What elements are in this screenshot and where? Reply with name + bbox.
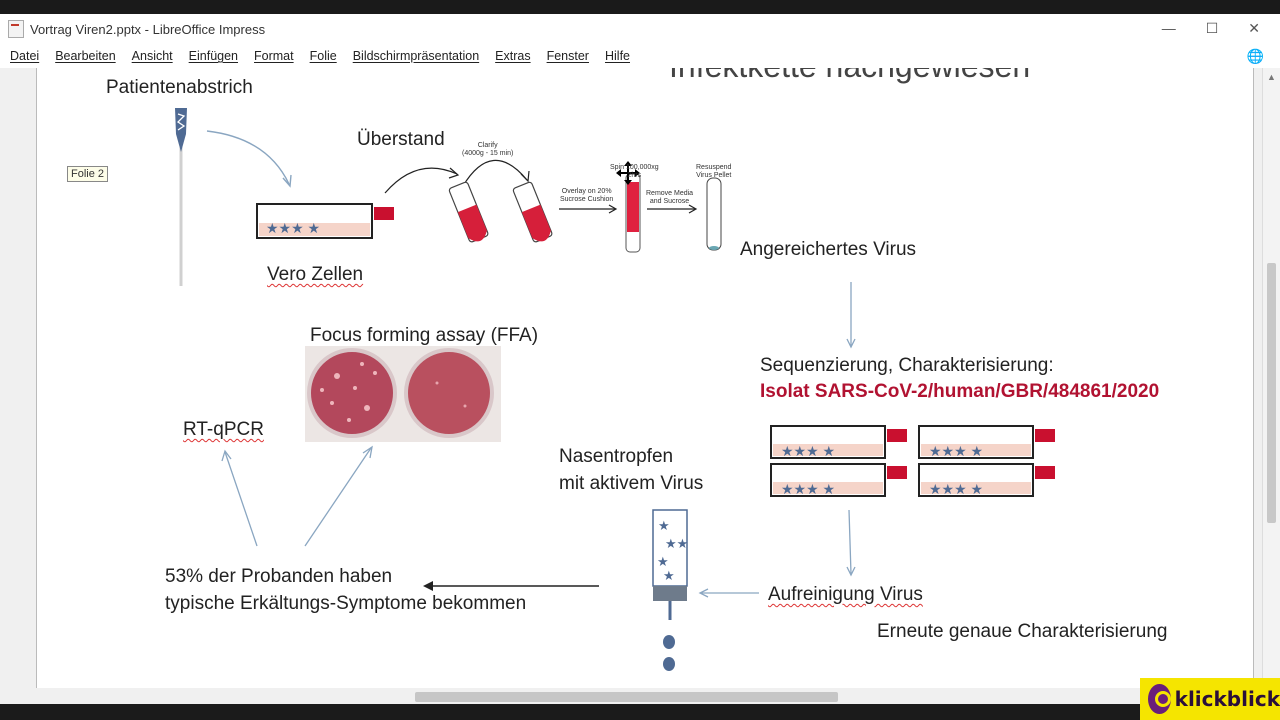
menu-extras[interactable]: Extras [495,49,531,63]
slide-graphics: ★★★ ★ [175,108,1055,671]
window-controls: — ☐ ✕ [1162,20,1260,37]
label-result-line1: 53% der Probanden haben [165,566,393,587]
label-supernatant: Überstand [357,129,445,150]
aperture-icon [1148,684,1171,714]
label-nasal-drops-line1: Nasentropfen [559,446,674,467]
os-top-strip [0,0,1280,14]
vero-cell-flask-icon: ★★★ ★ [770,425,907,459]
vero-cell-flask-icon: ★★★ ★ [770,463,907,497]
label-rt-qpcr: RT-qPCR [183,419,264,440]
menu-folie[interactable]: Folie [309,49,337,63]
horizontal-scroll-thumb[interactable] [415,692,838,702]
centrifuge-tube-icon [448,181,489,243]
menu-bildschirmpraesentation[interactable]: Bildschirmpräsentation [352,49,480,63]
klickblick-logo: klickblick [1140,678,1280,720]
window-title: Vortrag Viren2.pptx - LibreOffice Impres… [30,21,266,37]
label-vero-cells: Vero Zellen [267,264,364,285]
label-overlay: Overlay on 20% Sucrose Cushion [560,188,614,203]
horizontal-scrollbar[interactable] [0,690,1280,704]
svg-text:★★★ ★: ★★★ ★ [929,481,983,497]
menu-bar: Datei Bearbeiten Ansicht Einfügen Format… [0,44,1280,68]
slide-canvas[interactable]: ★★★ ★ [36,68,1254,688]
label-enriched-virus: Angereichertes Virus [740,239,917,260]
vero-cell-flask-icon: ★★★ ★ [918,463,1055,497]
label-sequencing: Sequenzierung, Charakterisierung: [760,355,1054,376]
bottom-strip [0,704,1280,720]
minimize-button[interactable]: — [1161,20,1176,36]
impress-file-icon [8,20,24,38]
flow-arrow [206,130,290,185]
menu-fenster[interactable]: Fenster [546,49,589,63]
ffa-plate-photo [305,346,501,442]
virus-pellet-tube-icon [706,177,722,251]
vertical-scrollbar[interactable]: ▲ ▼ [1262,68,1280,690]
svg-text:★★★ ★: ★★★ ★ [266,220,320,236]
label-isolate: Isolat SARS-CoV-2/human/GBR/484861/2020 [760,381,1160,402]
label-purification: Aufreinigung Virus [768,584,923,605]
label-recharacterization: Erneute genaue Charakterisierung [877,621,1168,642]
centrifuge-tube-icon [512,181,553,243]
globe-icon[interactable]: 🌐 [1246,48,1264,64]
nasal-dropper-icon: ★ ★★ ★ ★ [652,509,688,671]
label-clarify: Clarify (4000g - 15 min) [462,142,514,157]
vero-cell-flask-icon: ★★★ ★ [918,425,1055,459]
label-result-line2: typische Erkältungs-Symptome bekommen [165,593,527,614]
svg-text:★★★ ★: ★★★ ★ [929,443,983,459]
svg-text:★: ★ [658,518,670,533]
vertical-scroll-thumb[interactable] [1267,263,1276,523]
svg-text:★★★ ★: ★★★ ★ [781,443,835,459]
menu-hilfe[interactable]: Hilfe [604,49,630,63]
maximize-button[interactable]: ☐ [1205,20,1219,36]
logo-text: klickblick [1174,687,1280,711]
svg-text:★: ★ [657,554,669,569]
label-nasal-drops-line2: mit aktivem Virus [559,473,704,494]
svg-text:★★: ★★ [665,536,688,551]
vero-cell-flask-icon: ★★★ ★ [256,203,394,239]
window-titlebar: Vortrag Viren2.pptx - LibreOffice Impres… [0,14,1280,44]
svg-text:★★★ ★: ★★★ ★ [781,481,835,497]
move-cursor-icon [616,161,640,185]
scroll-up-icon[interactable]: ▲ [1267,72,1276,82]
label-ffa: Focus forming assay (FFA) [310,325,539,346]
menu-einfuegen[interactable]: Einfügen [188,49,239,63]
menu-datei[interactable]: Datei [10,49,40,63]
menu-format[interactable]: Format [254,49,294,63]
menu-bearbeiten[interactable]: Bearbeiten [55,49,116,63]
label-patient-swab: Patientenabstrich [106,77,253,98]
label-remove-media: Remove Media and Sucrose [646,190,694,205]
label-spin: Spin 100,000xg 2hrs [610,164,659,179]
svg-text:★: ★ [663,568,675,583]
close-button[interactable]: ✕ [1248,20,1260,36]
swab-icon [175,108,187,286]
sucrose-tube-icon [625,173,641,253]
menu-ansicht[interactable]: Ansicht [131,49,173,63]
label-resuspend: Resuspend Virus Pellet [696,164,732,179]
slide-tooltip: Folie 2 [67,166,109,182]
slide-heading: Infektkette nachgewiesen [669,68,1030,85]
